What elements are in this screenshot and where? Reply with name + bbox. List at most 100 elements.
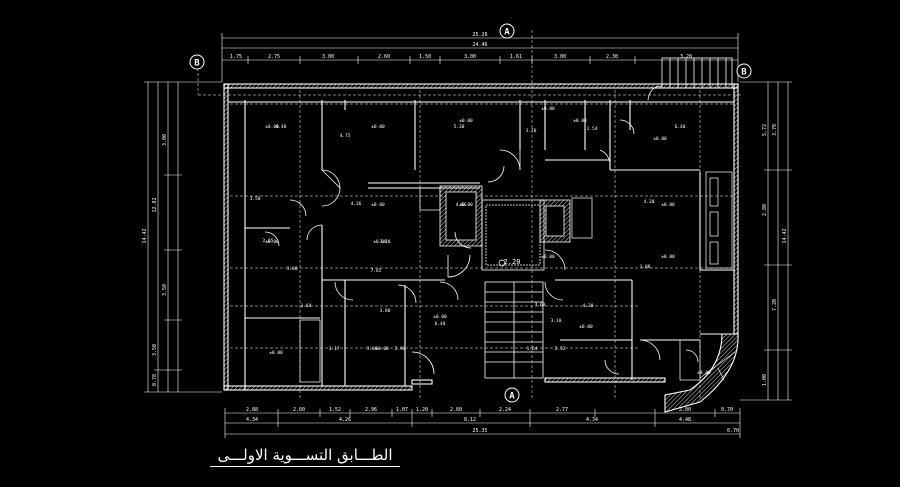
right-dimension-label: 1.00: [762, 374, 768, 386]
level-mark-label: ±0.00: [541, 254, 555, 260]
right-dimension-label: 3.70: [772, 124, 778, 136]
level-mark-label: ±0.00: [661, 254, 675, 260]
bottom-row1-dimension-label: 2.60: [450, 407, 462, 413]
room-dimension-label: 1.54: [587, 126, 598, 132]
room-dimension-label: 4.75: [340, 133, 351, 139]
dimension-lines: [144, 33, 792, 438]
grid-marker-bottom: A: [509, 392, 515, 402]
level-mark-label: ±0.00: [371, 202, 385, 208]
bottom-row1-dimension-label: 1.52: [329, 407, 341, 413]
fixtures: [299, 171, 736, 383]
room-dimension-label: 3.00: [287, 266, 298, 272]
level-mark-label: ±0.00: [269, 350, 283, 356]
room-dimension-label: 3.10: [551, 318, 562, 324]
room-dimension-label: 3.00: [367, 346, 378, 352]
stair-core: [439, 57, 733, 379]
room-dimension-label: 2.52: [555, 346, 566, 352]
left-dimension-label: 14.42: [142, 228, 148, 243]
bottom-row1-dimension-label: 2.60: [293, 407, 305, 413]
top-overall-dimensions: 25.26 24.46: [472, 32, 487, 48]
top-row-dimension-label: 3.00: [322, 54, 334, 60]
grid-marker-right: B: [741, 68, 747, 78]
room-dimension-label: 4.40: [276, 124, 287, 130]
floor-title: الطـــابق التســـوية الاولـــى: [217, 446, 393, 464]
room-dimension-label: 1.17: [329, 346, 340, 352]
room-dimension-label: 2.65: [263, 238, 274, 244]
level-mark-label: ±0.00: [459, 202, 473, 208]
top-row-dimension-label: 3.28: [680, 54, 692, 60]
bottom-row2-dimension-label: 4.48: [679, 417, 691, 423]
walls: [223, 83, 739, 413]
level-mark-label: ±0.00: [433, 314, 447, 320]
room-dimension-label: 4.66: [456, 202, 467, 208]
bottom-row1-dimension-label: 1.07: [396, 407, 408, 413]
top-row-dimension-label: 3.00: [554, 54, 566, 60]
top-row-dimension-label: 2.30: [606, 54, 618, 60]
room-dimension-label: 7.65: [371, 268, 382, 274]
floor-title-underline: [210, 466, 400, 467]
room-dimension-label: 3.08: [640, 264, 651, 270]
right-dimension-label: 14.42: [782, 228, 788, 243]
bottom-row1-dimension-label: 2.88: [246, 407, 258, 413]
bottom-row1-dimension-label: 2.96: [365, 407, 377, 413]
top-row-dimension-label: 2.75: [268, 54, 280, 60]
bottom-row2-dimension-label: 8.12: [464, 417, 476, 423]
bottom-overall-dimension-label: 25.35: [472, 428, 487, 434]
level-mark-label: ±0.00: [697, 370, 711, 376]
center-level-text: 2.20: [504, 258, 521, 266]
room-dimension-label: 6.40: [435, 321, 446, 327]
bottom-row1-dimension-label: 0.70: [721, 407, 733, 413]
door-swings: [264, 119, 699, 375]
room-dimension-label: 3.60: [535, 302, 546, 308]
level-mark-label: ±0.00: [653, 136, 667, 142]
level-mark-label: ±0.00: [265, 124, 279, 130]
top-row-dimension-label: 2.60: [378, 54, 390, 60]
grid-marker-left: B: [194, 59, 200, 69]
bottom-row1-dimensions: 2.88 2.60 1.52 2.96 1.07 1.20 2.60 2.24 2.77 2.00…: [246, 407, 733, 413]
room-dimension-label: 4.20: [583, 303, 594, 309]
room-dimension-label: 1.64: [301, 303, 312, 309]
room-dimension-label: 6.40: [675, 124, 686, 130]
level-mark-label: ±0.00: [375, 346, 389, 352]
level-mark-label: ±0.00: [579, 324, 593, 330]
level-mark-label: ±0.00: [573, 118, 587, 124]
room-dimension-label: 3.20: [380, 239, 391, 245]
grid-marker-top: A: [504, 28, 510, 38]
bottom-overall-dimension-label: 0.70: [727, 428, 739, 434]
right-dimension-label: 2.80: [762, 204, 768, 216]
top-row-dimension-label: 1.75: [230, 54, 242, 60]
level-mark-label: ±0.00: [265, 239, 279, 245]
room-dimension-label: 4.36: [351, 201, 362, 207]
top-overall-dimension-label: 25.26: [472, 32, 487, 38]
room-dimension-label: 2.90: [395, 346, 406, 352]
room-dimension-label: 5.30: [454, 124, 465, 130]
bottom-row1-dimension-label: 2.24: [499, 407, 511, 413]
room-dimension-label: 3.70: [526, 128, 537, 134]
level-mark-label: ±0.00: [373, 239, 387, 245]
grid-marker-bubbles: [189, 23, 752, 403]
level-mark-label: ±0.00: [459, 118, 473, 124]
right-dimension-label: 5.72: [762, 124, 768, 136]
room-dimension-label: 3.50: [250, 196, 261, 202]
left-dimension-label: 3.00: [162, 134, 168, 146]
room-dimension-label: 4.20: [644, 199, 655, 205]
top-row-dimension-label: 3.00: [464, 54, 476, 60]
top-row-dimension-label: 1.50: [419, 54, 431, 60]
left-dimension-label: 0.78: [152, 374, 158, 386]
bottom-row1-dimension-label: 2.77: [556, 407, 568, 413]
level-mark-label: ±0.00: [661, 202, 675, 208]
bottom-row1-dimension-label: 2.00: [679, 407, 691, 413]
level-marks: ±0.00 ±0.00 ±0.00 ±0.00 ±0.00 ±0.00 ±0.00 ±0.00…: [265, 106, 711, 376]
top-overall-dimension-label: 24.46: [472, 42, 487, 48]
level-mark-label: ±0.00: [371, 124, 385, 130]
left-dimension-label: 3.50: [162, 284, 168, 296]
room-dimensions: 4.404.753.502.653.004.363.207.653.806.40…: [250, 124, 686, 352]
level-mark-label: ±0.00: [541, 106, 555, 112]
bottom-row1-dimension-label: 1.20: [416, 407, 428, 413]
left-dimension-label: 12.82: [152, 197, 158, 212]
room-dimension-label: 1.64: [527, 346, 538, 352]
